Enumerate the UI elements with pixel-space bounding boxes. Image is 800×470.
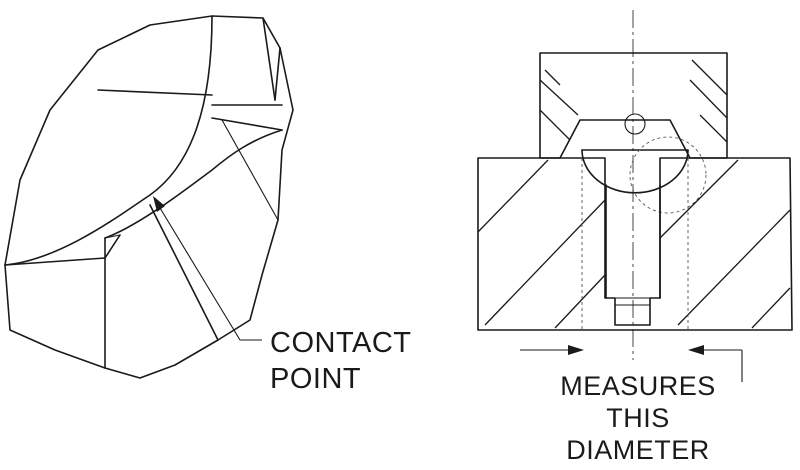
ball <box>581 113 707 214</box>
contact-label-line2: POINT <box>270 363 362 395</box>
measures-label-line2: THIS <box>606 403 670 433</box>
lower-block <box>477 157 793 331</box>
diameter-dimension <box>520 345 743 382</box>
contact-point-label: CONTACT POINT <box>270 328 412 394</box>
gem-outline <box>4 15 294 379</box>
measures-label-line3: DIAMETER <box>566 435 710 465</box>
measures-diameter-label: MEASURES THIS DIAMETER <box>548 372 728 464</box>
upper-block <box>539 52 728 159</box>
contact-label-line1: CONTACT <box>270 327 412 359</box>
measures-label-line1: MEASURES <box>560 371 716 401</box>
contact-leader <box>153 196 262 341</box>
